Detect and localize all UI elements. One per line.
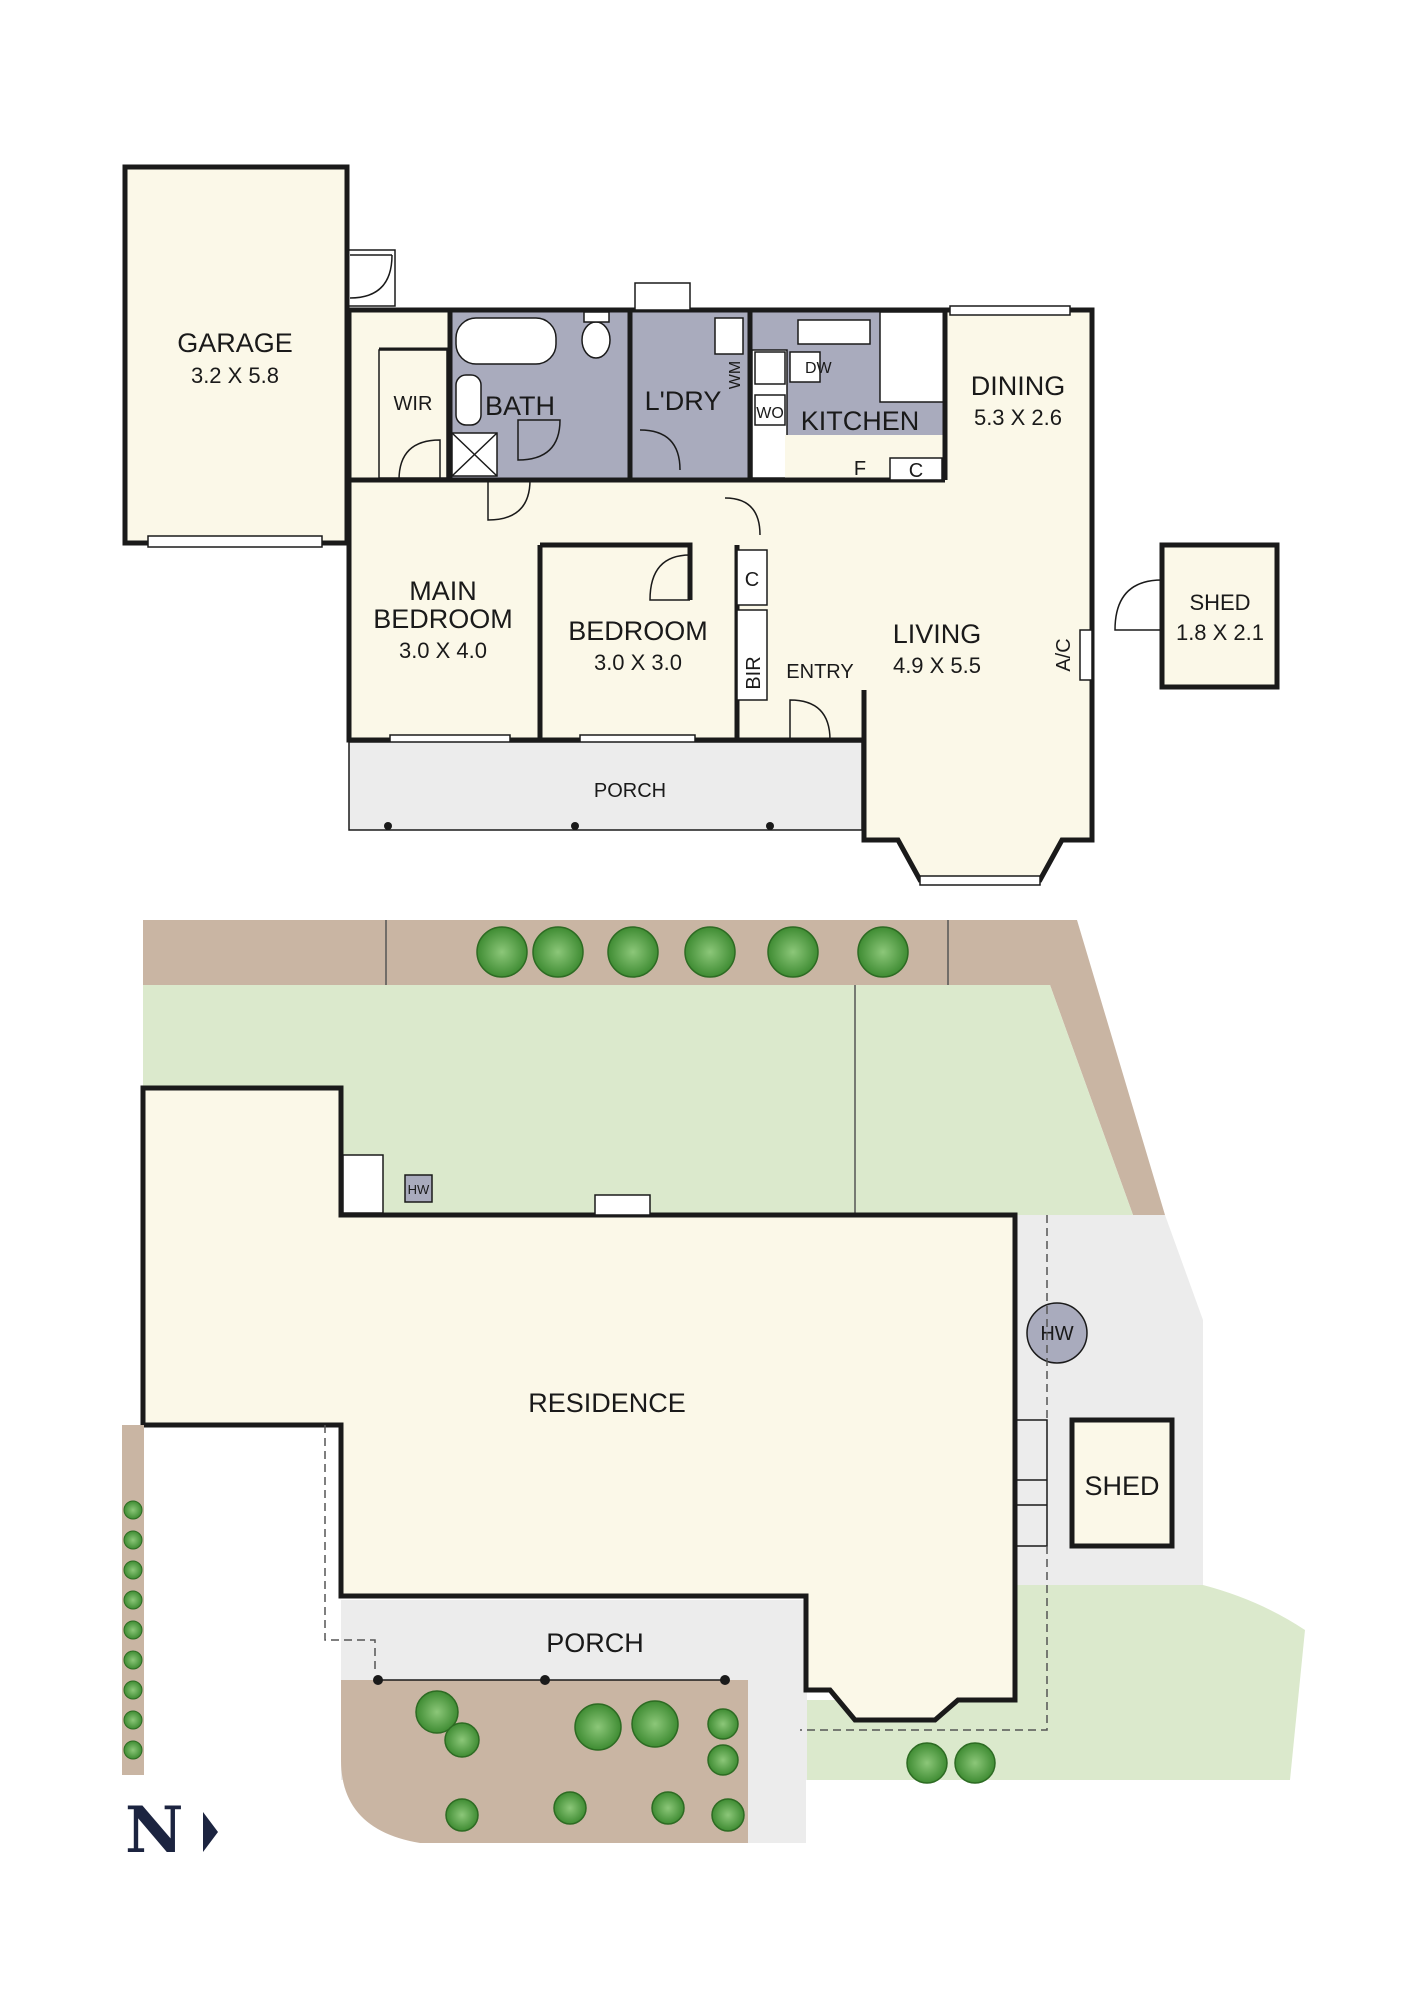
- site-plan: HW HW RESIDENCE PORCH SHED: [122, 920, 1305, 1843]
- garage-label: GARAGE: [177, 328, 293, 358]
- rear-lawn: [143, 985, 1133, 1215]
- wir-label: WIR: [394, 393, 433, 415]
- hw-box: [404, 1174, 433, 1203]
- wm-label: WM: [727, 361, 744, 389]
- residence-label: RESIDENCE: [528, 1388, 686, 1418]
- wo-label: WO: [756, 405, 784, 422]
- wir-door: [398, 439, 441, 481]
- bir-label: BIR: [743, 656, 765, 689]
- main-bedroom-dims: 3.0 X 4.0: [399, 638, 487, 663]
- compass-letter: N: [125, 1793, 184, 1868]
- dw-label: DW: [805, 360, 833, 377]
- front-bed: [341, 1680, 748, 1843]
- main-bedroom-label-1: MAIN: [409, 576, 477, 606]
- garage-dims: 3.2 X 5.8: [191, 363, 279, 388]
- hw-tank: [1026, 1302, 1088, 1364]
- laundry-door: [639, 429, 681, 471]
- hall-door: [724, 497, 761, 536]
- shed-dims: 1.8 X 2.1: [1176, 620, 1264, 645]
- main-bedroom-door: [487, 479, 531, 521]
- entry-door: [789, 699, 831, 741]
- garage-side-door: [349, 254, 393, 299]
- main-bedroom-label-2: BEDROOM: [373, 604, 513, 634]
- bedroom-door: [649, 554, 691, 601]
- shed-room: [1159, 542, 1280, 690]
- shed-label: SHED: [1189, 590, 1250, 615]
- floor-plan: GARAGE 3.2 X 5.8 WIR BATH L'DRY WM DW WO…: [122, 164, 1280, 886]
- trees: [123, 926, 996, 1832]
- front-lawn: [806, 1585, 1305, 1780]
- kitchen-cupboard-label: C: [909, 460, 923, 482]
- site-porch-label: PORCH: [546, 1628, 644, 1658]
- north-compass: N: [125, 1793, 218, 1868]
- entry-label: ENTRY: [786, 661, 853, 683]
- wir-outline: [378, 349, 448, 479]
- kitchen-label: KITCHEN: [801, 406, 920, 436]
- porch-floor: [348, 741, 863, 831]
- north-arrow-icon: [203, 1812, 218, 1852]
- living-label: LIVING: [893, 619, 982, 649]
- boundary-bed: [143, 920, 1165, 1215]
- porch-label: PORCH: [594, 780, 666, 802]
- garage-room: [122, 164, 350, 546]
- living-dims: 4.9 X 5.5: [893, 653, 981, 678]
- bedroom-label: BEDROOM: [568, 616, 708, 646]
- site-shed: [1069, 1417, 1175, 1549]
- hw-tank-label: HW: [1040, 1323, 1073, 1345]
- shed-door: [1114, 579, 1163, 631]
- garage-door: [147, 535, 323, 548]
- hw-box-label: HW: [408, 1182, 430, 1197]
- hall-cupboard-label: C: [745, 569, 759, 591]
- bedroom-dims: 3.0 X 3.0: [594, 650, 682, 675]
- site-shed-label: SHED: [1084, 1471, 1159, 1501]
- bath-label: BATH: [485, 391, 555, 421]
- fridge-label: F: [854, 458, 866, 480]
- dining-label: DINING: [971, 371, 1066, 401]
- bath-door: [517, 419, 561, 461]
- ac-label: A/C: [1053, 638, 1075, 671]
- laundry-label: L'DRY: [645, 386, 722, 416]
- dining-dims: 5.3 X 2.6: [974, 405, 1062, 430]
- residence-outline: [140, 1085, 1018, 1723]
